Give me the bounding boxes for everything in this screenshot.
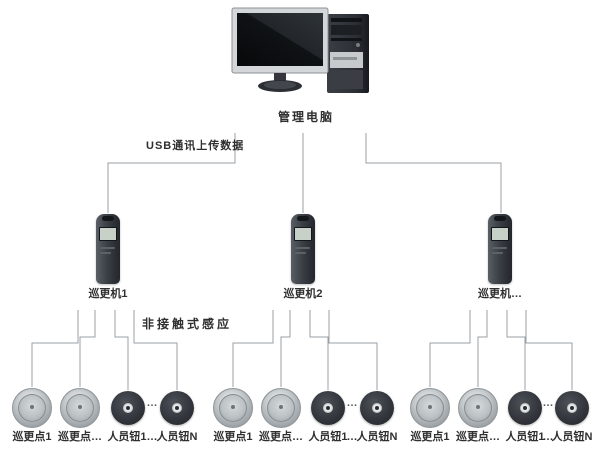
contactless-sensing-annotation: 非接触式感应 bbox=[142, 317, 233, 331]
personnel-button-disc bbox=[311, 391, 345, 425]
reader-lcd-screen bbox=[294, 227, 312, 241]
patrol-reader-2 bbox=[291, 214, 315, 284]
patrol-reader-n-label: 巡更机… bbox=[478, 288, 522, 300]
patrol-point-1-label: 巡更点1 bbox=[213, 431, 253, 443]
personnel-button-1-label: 人员钮1 bbox=[107, 431, 147, 443]
reader-lcd-screen bbox=[99, 227, 117, 241]
personnel-button-n-label: 人员钮N bbox=[551, 431, 593, 443]
patrol-point-disc bbox=[60, 388, 100, 428]
personnel-button-1-label: 人员钮1 bbox=[308, 431, 348, 443]
reader-button-line bbox=[295, 252, 306, 254]
reader-button-line bbox=[492, 247, 507, 249]
patrol-point-n-label: 巡更点… bbox=[58, 431, 102, 443]
patrol-point-1-label: 巡更点1 bbox=[410, 431, 450, 443]
personnel-button-n-label: 人员钮N bbox=[156, 431, 198, 443]
reader-button-line bbox=[100, 252, 111, 254]
patrol-point-1-label: 巡更点1 bbox=[12, 431, 52, 443]
reader-top-cap bbox=[494, 216, 506, 221]
patrol-point-disc bbox=[12, 388, 52, 428]
personnel-button-1-label: 人员钮1 bbox=[505, 431, 545, 443]
disc-ellipsis: … bbox=[346, 397, 358, 409]
reader-button-line bbox=[295, 247, 310, 249]
label-ellipsis: … bbox=[542, 431, 554, 443]
disc-ellipsis: … bbox=[146, 397, 158, 409]
label-ellipsis: … bbox=[146, 431, 158, 443]
personnel-button-disc bbox=[360, 391, 394, 425]
patrol-point-n-label: 巡更点… bbox=[259, 431, 303, 443]
patrol-point-disc bbox=[458, 388, 498, 428]
personnel-button-disc bbox=[160, 391, 194, 425]
patrol-point-disc bbox=[410, 388, 450, 428]
usb-upload-annotation: USB通讯上传数据 bbox=[146, 140, 245, 152]
patrol-point-disc bbox=[261, 388, 301, 428]
personnel-button-disc bbox=[111, 391, 145, 425]
patrol-point-disc bbox=[213, 388, 253, 428]
patrol-point-n-label: 巡更点… bbox=[456, 431, 500, 443]
personnel-button-disc bbox=[508, 391, 542, 425]
patrol-reader-n bbox=[488, 214, 512, 284]
disc-ellipsis: … bbox=[542, 397, 554, 409]
personnel-button-disc bbox=[555, 391, 589, 425]
personnel-button-n-label: 人员钮N bbox=[356, 431, 398, 443]
reader-lcd-screen bbox=[491, 227, 509, 241]
patrol-reader-1-label: 巡更机1 bbox=[88, 288, 128, 300]
management-computer-label: 管理电脑 bbox=[277, 110, 334, 124]
reader-top-cap bbox=[297, 216, 309, 221]
reader-button-line bbox=[492, 252, 503, 254]
label-ellipsis: … bbox=[346, 431, 358, 443]
patrol-reader-1 bbox=[96, 214, 120, 284]
patrol-reader-2-label: 巡更机2 bbox=[283, 288, 323, 300]
reader-button-line bbox=[100, 247, 115, 249]
reader-top-cap bbox=[102, 216, 114, 221]
management-computer-image bbox=[231, 7, 369, 93]
